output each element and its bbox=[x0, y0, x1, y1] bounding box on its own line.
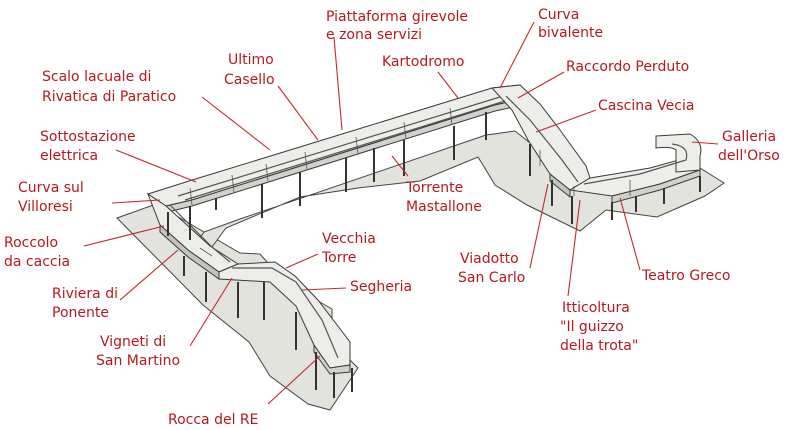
svg-text:Itticoltura: Itticoltura bbox=[562, 300, 630, 316]
support-pillars bbox=[167, 112, 701, 398]
svg-text:dell'Orso: dell'Orso bbox=[718, 148, 780, 164]
svg-text:San Carlo: San Carlo bbox=[458, 270, 525, 286]
label-teatro: Teatro Greco bbox=[641, 268, 731, 284]
svg-text:Vigneti di: Vigneti di bbox=[100, 334, 166, 350]
svg-text:e zona servizi: e zona servizi bbox=[326, 27, 422, 43]
label-cascina: Cascina Vecia bbox=[598, 98, 694, 114]
svg-text:Kartodromo: Kartodromo bbox=[382, 54, 464, 70]
label-torrente: Torrente Mastallone bbox=[405, 180, 482, 215]
svg-text:Segheria: Segheria bbox=[350, 279, 412, 295]
svg-text:Torre: Torre bbox=[321, 250, 356, 266]
label-curva-bivalente: Curva bivalente bbox=[538, 7, 603, 41]
svg-text:Piattaforma girevole: Piattaforma girevole bbox=[326, 9, 468, 25]
svg-text:Rivatica di Paratico: Rivatica di Paratico bbox=[42, 89, 176, 105]
label-piattaforma: Piattaforma girevole e zona servizi bbox=[326, 9, 468, 43]
svg-text:Raccordo Perduto: Raccordo Perduto bbox=[566, 59, 689, 75]
svg-text:Villoresi: Villoresi bbox=[18, 199, 73, 215]
svg-text:Galleria: Galleria bbox=[722, 129, 776, 145]
svg-text:Mastallone: Mastallone bbox=[406, 199, 482, 215]
svg-text:Ultimo: Ultimo bbox=[228, 52, 274, 68]
label-riviera: Riviera di Ponente bbox=[52, 286, 118, 321]
svg-text:bivalente: bivalente bbox=[538, 25, 603, 41]
label-scalo: Scalo lacuale di Rivatica di Paratico bbox=[42, 69, 176, 105]
label-curva-villoresi: Curva sul Villoresi bbox=[18, 180, 84, 215]
label-rocca: Rocca del RE bbox=[168, 412, 259, 428]
track-deck bbox=[146, 84, 702, 375]
svg-text:Roccolo: Roccolo bbox=[4, 235, 58, 251]
label-galleria: Galleria dell'Orso bbox=[718, 129, 780, 164]
svg-text:Curva: Curva bbox=[538, 7, 579, 23]
label-itticoltura: Itticoltura "Il guizzo della trota" bbox=[560, 300, 638, 354]
svg-text:Viadotto: Viadotto bbox=[460, 251, 519, 267]
label-segheria: Segheria bbox=[350, 279, 412, 295]
label-raccordo: Raccordo Perduto bbox=[566, 59, 689, 75]
label-ultimo-casello: Ultimo Casello bbox=[224, 52, 275, 88]
svg-text:Torrente: Torrente bbox=[405, 180, 463, 196]
svg-text:Vecchia: Vecchia bbox=[322, 231, 376, 247]
svg-text:Sottostazione: Sottostazione bbox=[40, 129, 136, 145]
svg-text:Scalo lacuale di: Scalo lacuale di bbox=[42, 69, 151, 85]
svg-text:Riviera di: Riviera di bbox=[52, 286, 118, 302]
svg-text:Curva sul: Curva sul bbox=[18, 180, 84, 196]
svg-text:elettrica: elettrica bbox=[40, 148, 98, 164]
label-vecchia-torre: Vecchia Torre bbox=[321, 231, 376, 266]
svg-text:Cascina Vecia: Cascina Vecia bbox=[598, 98, 694, 114]
svg-text:"Il guizzo: "Il guizzo bbox=[560, 319, 624, 335]
label-viadotto: Viadotto San Carlo bbox=[458, 251, 525, 286]
svg-text:da caccia: da caccia bbox=[4, 254, 70, 270]
svg-text:Ponente: Ponente bbox=[52, 305, 109, 321]
svg-text:San Martino: San Martino bbox=[96, 353, 180, 369]
svg-text:Rocca del RE: Rocca del RE bbox=[168, 412, 259, 428]
svg-text:Casello: Casello bbox=[224, 72, 275, 88]
svg-text:Teatro Greco: Teatro Greco bbox=[641, 268, 731, 284]
leader-lines bbox=[83, 21, 719, 405]
label-sottostazione: Sottostazione elettrica bbox=[40, 129, 136, 164]
label-vigneti: Vigneti di San Martino bbox=[96, 334, 180, 369]
label-kartodromo: Kartodromo bbox=[382, 54, 464, 70]
label-roccolo: Roccolo da caccia bbox=[4, 235, 70, 270]
svg-text:della trota": della trota" bbox=[560, 338, 638, 354]
